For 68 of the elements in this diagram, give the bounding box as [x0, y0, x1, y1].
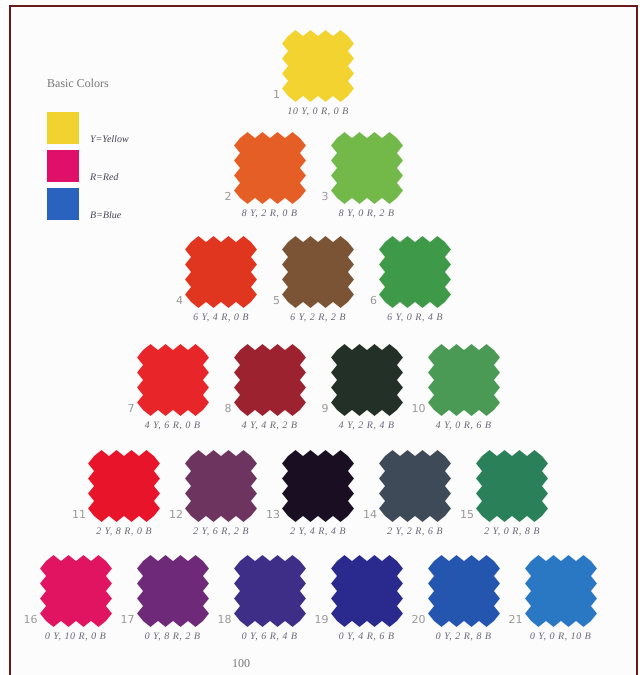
mix-formula: 0 Y, 0 R, 10 B [528, 631, 592, 642]
color-swatch [234, 344, 306, 416]
mix-formula: 2 Y, 6 R, 2 B [192, 526, 250, 537]
swatch-number: 14 [363, 508, 377, 521]
swatch-number: 1 [273, 88, 280, 101]
swatch-number: 18 [218, 613, 232, 626]
mix-formula: 6 Y, 0 R, 4 B [386, 312, 444, 323]
swatch-number: 21 [508, 613, 522, 626]
mix-formula: 6 Y, 4 R, 0 B [192, 312, 250, 323]
mix-formula: 4 Y, 0 R, 6 B [434, 420, 492, 431]
swatch-number: 17 [120, 613, 134, 626]
color-swatch [234, 555, 306, 627]
mix-formula: 0 Y, 8 R, 2 B [144, 631, 202, 642]
mix-formula: 4 Y, 4 R, 2 B [240, 420, 298, 431]
swatch-number: 5 [273, 294, 280, 307]
color-swatch [330, 344, 402, 416]
legend-label: R=Red [90, 172, 118, 183]
color-swatch [185, 236, 257, 308]
mix-formula: 2 Y, 4 R, 4 B [289, 526, 347, 537]
mix-formula: 4 Y, 6 R, 0 B [144, 420, 202, 431]
color-swatch [185, 450, 257, 522]
swatch-number: 15 [460, 508, 474, 521]
mix-formula: 8 Y, 2 R, 0 B [240, 208, 298, 219]
mix-formula: 8 Y, 0 R, 2 B [338, 208, 396, 219]
swatch-number: 3 [322, 190, 328, 203]
legend-label: B=Blue [90, 210, 122, 221]
swatch-number: 2 [224, 190, 232, 203]
swatch-number: 7 [128, 402, 134, 415]
color-swatch [476, 450, 548, 522]
swatch-number: 6 [370, 294, 377, 307]
mix-formula: 2 Y, 2 R, 6 B [386, 526, 444, 537]
mix-formula: 2 Y, 8 R, 0 B [95, 526, 153, 537]
mix-formula: 0 Y, 4 R, 6 B [338, 631, 396, 642]
legend-label: Y=Yellow [90, 134, 129, 145]
color-swatch [136, 555, 208, 627]
mix-formula: 0 Y, 6 R, 4 B [240, 631, 298, 642]
mix-formula: 0 Y, 2 R, 8 B [434, 631, 492, 642]
color-swatch [379, 236, 451, 308]
mix-formula: 6 Y, 2 R, 2 B [289, 312, 347, 323]
color-swatch [428, 555, 500, 627]
color-swatch [40, 555, 112, 627]
legend-heading: Basic Colors [47, 76, 109, 91]
color-swatch [330, 555, 402, 627]
color-swatch [524, 555, 596, 627]
color-swatch [330, 132, 402, 204]
color-swatch [379, 450, 451, 522]
color-swatch [88, 450, 160, 522]
mix-formula: 2 Y, 0 R, 8 B [483, 526, 541, 537]
page-number: 100 [232, 656, 250, 671]
color-swatch [136, 344, 208, 416]
swatch-number: 10 [412, 402, 426, 415]
swatch-number: 13 [266, 508, 280, 521]
swatch-number: 8 [224, 402, 232, 415]
swatch-number: 16 [24, 613, 38, 626]
color-swatch [234, 132, 306, 204]
swatch-number: 12 [169, 508, 183, 521]
swatch-number: 20 [412, 613, 426, 626]
color-swatch [282, 236, 354, 308]
swatch-number: 19 [314, 613, 328, 626]
swatch-number: 11 [72, 508, 86, 521]
mix-formula: 10 Y, 0 R, 0 B [286, 106, 350, 117]
color-swatch [282, 30, 354, 102]
color-swatch [428, 344, 500, 416]
mix-formula: 4 Y, 2 R, 4 B [338, 420, 396, 431]
swatch-number: 9 [322, 402, 328, 415]
swatch-number: 4 [176, 294, 183, 307]
mix-formula: 0 Y, 10 R, 0 B [44, 631, 108, 642]
color-swatch [282, 450, 354, 522]
